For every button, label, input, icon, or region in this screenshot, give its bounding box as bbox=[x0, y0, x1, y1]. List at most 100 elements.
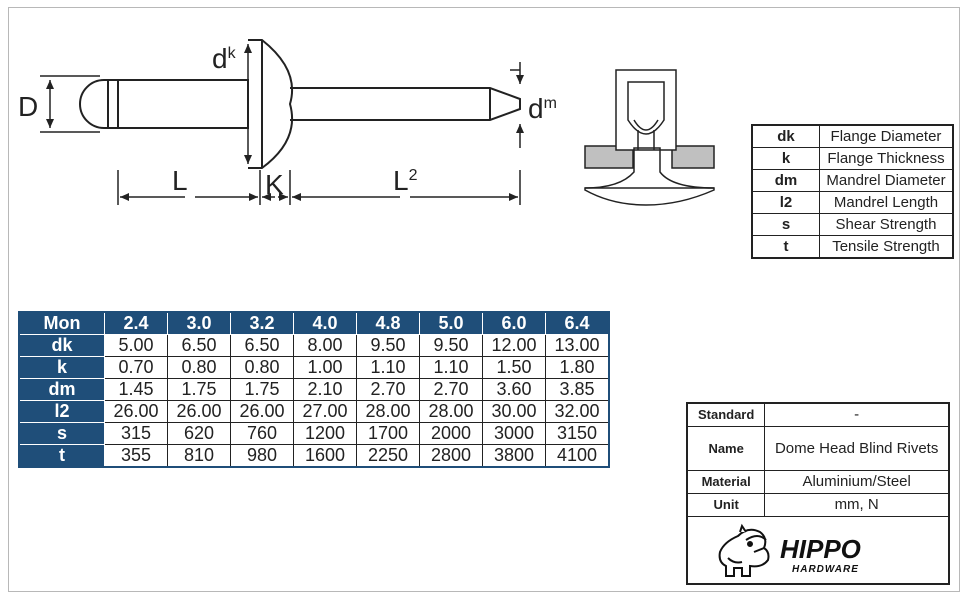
spec-cell: 27.00 bbox=[293, 400, 357, 423]
spec-cell: 355 bbox=[104, 444, 168, 468]
spec-cell: 5.00 bbox=[104, 334, 168, 357]
spec-cell: 1700 bbox=[356, 422, 420, 445]
hippo-icon bbox=[718, 523, 770, 577]
name-value: Dome Head Blind Rivets bbox=[764, 425, 950, 471]
spec-cell: 32.00 bbox=[545, 400, 610, 423]
logo-text-main: HIPPO bbox=[780, 534, 861, 564]
legend-key: t bbox=[751, 235, 820, 259]
spec-cell: 0.80 bbox=[167, 356, 231, 379]
spec-cell: 2250 bbox=[356, 444, 420, 468]
spec-cell: 1600 bbox=[293, 444, 357, 468]
label-dk: dk bbox=[212, 43, 237, 74]
legend-value: Flange Thickness bbox=[819, 147, 954, 170]
info-row-standard: Standard - bbox=[686, 402, 950, 427]
spec-cell: 9.50 bbox=[356, 334, 420, 357]
spec-cell: 28.00 bbox=[419, 400, 483, 423]
spec-cell: 3.60 bbox=[482, 378, 546, 401]
spec-row-label: t bbox=[18, 444, 105, 468]
rivet-technical-drawing: D dk dm L K L2 bbox=[18, 39, 715, 206]
spec-cell: 0.70 bbox=[104, 356, 168, 379]
spec-cell: 760 bbox=[230, 422, 294, 445]
spec-cell: 2.70 bbox=[419, 378, 483, 401]
legend-value: Mandrel Length bbox=[819, 191, 954, 214]
spec-column-header: 2.4 bbox=[104, 311, 168, 335]
material-value: Aluminium/Steel bbox=[764, 469, 950, 494]
spec-cell: 1.10 bbox=[419, 356, 483, 379]
spec-column-header: 6.4 bbox=[545, 311, 610, 335]
mandrel-head bbox=[79, 79, 118, 129]
info-row-material: Material Aluminium/Steel bbox=[686, 469, 950, 494]
spec-cell: 1.75 bbox=[167, 378, 231, 401]
logo-text-sub: HARDWARE bbox=[792, 564, 859, 575]
spec-row-label: l2 bbox=[18, 400, 105, 423]
spec-cell: 30.00 bbox=[482, 400, 546, 423]
spec-cell: 2800 bbox=[419, 444, 483, 468]
spec-row-label: dm bbox=[18, 378, 105, 401]
legend-value: Tensile Strength bbox=[819, 235, 954, 259]
mandrel-shaft bbox=[290, 87, 521, 121]
spec-cell: 3800 bbox=[482, 444, 546, 468]
spec-cell: 28.00 bbox=[356, 400, 420, 423]
spec-cell: 8.00 bbox=[293, 334, 357, 357]
spec-cell: 1.75 bbox=[230, 378, 294, 401]
spec-cell: 2.10 bbox=[293, 378, 357, 401]
rivet-body bbox=[117, 79, 249, 129]
spec-cell: 0.80 bbox=[230, 356, 294, 379]
spec-cell: 2.70 bbox=[356, 378, 420, 401]
spec-cell: 315 bbox=[104, 422, 168, 445]
rivet-flange bbox=[248, 39, 294, 169]
spec-cell: 6.50 bbox=[167, 334, 231, 357]
spec-cell: 2000 bbox=[419, 422, 483, 445]
label-L2: L2 bbox=[393, 165, 418, 196]
spec-cell: 3000 bbox=[482, 422, 546, 445]
logo-cell: HIPPO HARDWARE bbox=[686, 515, 950, 584]
unit-label: Unit bbox=[686, 492, 766, 517]
spec-cell: 3150 bbox=[545, 422, 610, 445]
legend-key: dk bbox=[751, 124, 820, 148]
spec-row-label: s bbox=[18, 422, 105, 445]
spec-row-label: dk bbox=[18, 334, 105, 357]
spec-cell: 26.00 bbox=[230, 400, 294, 423]
spec-cell: 12.00 bbox=[482, 334, 546, 357]
legend-value: Flange Diameter bbox=[819, 124, 954, 148]
legend-value: Shear Strength bbox=[819, 213, 954, 236]
spec-cell: 980 bbox=[230, 444, 294, 468]
spec-cell: 1200 bbox=[293, 422, 357, 445]
spec-cell: 4100 bbox=[545, 444, 610, 468]
label-D: D bbox=[18, 91, 38, 122]
label-L: L bbox=[172, 165, 188, 196]
spec-cell: 1.10 bbox=[356, 356, 420, 379]
spec-column-header: 3.2 bbox=[230, 311, 294, 335]
legend-key: l2 bbox=[751, 191, 820, 214]
spec-column-header: 6.0 bbox=[482, 311, 546, 335]
unit-value: mm, N bbox=[764, 492, 950, 517]
hippo-hardware-logo: HIPPO HARDWARE bbox=[718, 523, 861, 577]
product-info-table: Standard - Name Dome Head Blind Rivets M… bbox=[686, 402, 950, 585]
spec-column-header: 4.0 bbox=[293, 311, 357, 335]
spec-header-label: Mon bbox=[18, 311, 105, 335]
spec-cell: 6.50 bbox=[230, 334, 294, 357]
spec-cell: 1.00 bbox=[293, 356, 357, 379]
material-label: Material bbox=[686, 469, 766, 494]
legend-value: Mandrel Diameter bbox=[819, 169, 954, 192]
info-row-name: Name Dome Head Blind Rivets bbox=[686, 425, 950, 471]
spec-cell: 1.50 bbox=[482, 356, 546, 379]
label-K: K bbox=[265, 169, 284, 200]
spec-column-header: 3.0 bbox=[167, 311, 231, 335]
spec-cell: 1.80 bbox=[545, 356, 610, 379]
rivet-side-view bbox=[79, 39, 521, 169]
label-dm: dm bbox=[528, 93, 557, 124]
info-row-unit: Unit mm, N bbox=[686, 492, 950, 517]
